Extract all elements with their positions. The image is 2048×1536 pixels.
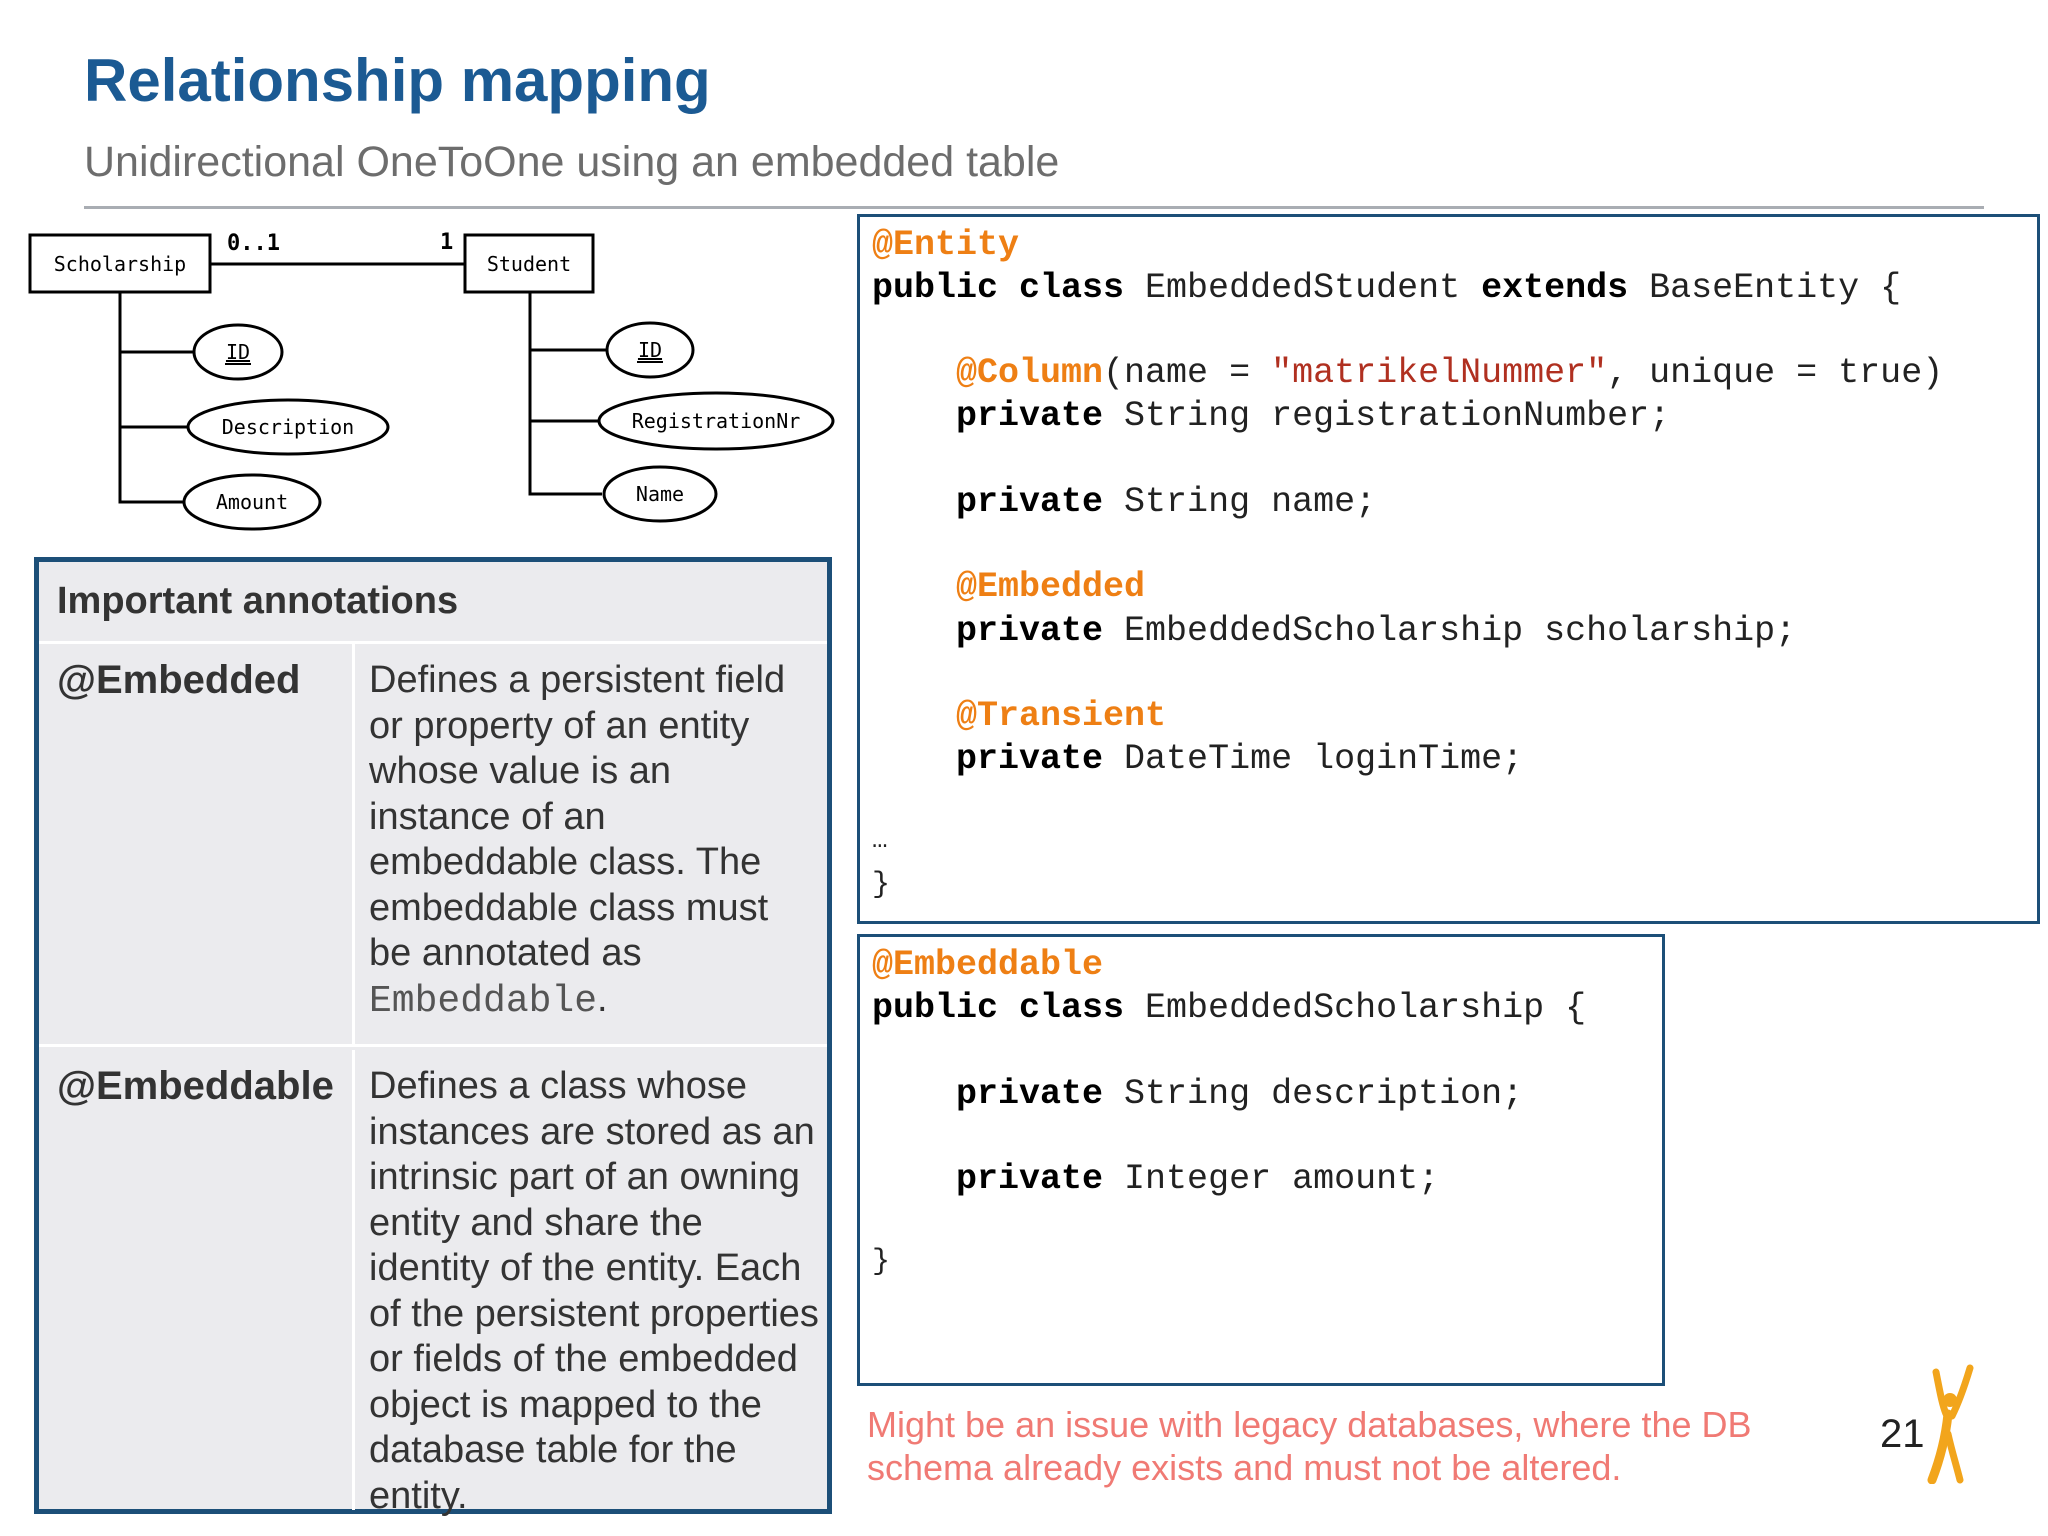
field-registration: String registrationNumber;: [1103, 396, 1671, 436]
student-entity-box: [463, 233, 595, 294]
column-divider: [352, 644, 355, 1044]
legacy-db-note: Might be an issue with legacy databases,…: [867, 1404, 1752, 1488]
left-cardinality: 0..1: [227, 231, 280, 256]
code-closing-brace: }: [872, 868, 891, 902]
student-name-label: Name: [636, 482, 684, 506]
entity-code-box: @Entity public class EmbeddedStudent ext…: [857, 214, 2040, 924]
title-divider: [84, 206, 1984, 209]
code-line-registration: private String registrationNumber;: [872, 396, 1670, 436]
page-title: Relationship mapping: [84, 47, 711, 114]
code-line-1: @Embeddable: [872, 945, 1103, 985]
code-line-scholarship: private EmbeddedScholarship scholarship;: [872, 611, 1796, 651]
page-number: 21: [1880, 1412, 1925, 1456]
annotation-description-text: Defines a persistent field or property o…: [369, 659, 786, 974]
base-class: BaseEntity {: [1628, 268, 1902, 308]
field-amount: Integer amount;: [1103, 1159, 1440, 1199]
code-ellipsis: …: [872, 825, 888, 855]
annotations-heading: Important annotations: [39, 562, 827, 644]
column-open: (name =: [1103, 353, 1272, 393]
class-name: EmbeddedScholarship {: [1124, 988, 1587, 1028]
er-diagram: Scholarship Student 0..1 1 ID Descriptio…: [28, 230, 835, 531]
scholarship-amount-attribute: [182, 473, 322, 531]
page-subtitle: Unidirectional OneToOne using an embedde…: [84, 138, 1060, 186]
code-line-amount: private Integer amount;: [872, 1159, 1439, 1199]
keyword-private: private: [956, 739, 1104, 779]
keyword-private: private: [956, 1074, 1104, 1114]
keyword-extends: extends: [1481, 268, 1629, 308]
student-attr-connector: [528, 292, 602, 496]
annotation-row-embeddable: @Embeddable Defines a class whose instan…: [39, 1050, 827, 1517]
annotation-term: Embeddable: [369, 979, 598, 1023]
field-description: String description;: [1103, 1074, 1524, 1114]
code-closing-brace: }: [872, 1245, 891, 1279]
code-line-transient: @Transient: [872, 696, 1166, 736]
scholarship-id-attribute: [192, 323, 284, 381]
entity-annotation: @Entity: [872, 225, 1020, 265]
field-login: DateTime loginTime;: [1103, 739, 1524, 779]
scholarship-attr-connector: [118, 292, 190, 504]
student-registration-attribute: [597, 391, 835, 451]
keyword-private: private: [956, 396, 1104, 436]
class-name: EmbeddedStudent: [1124, 268, 1482, 308]
embedded-annotation: @Embedded: [956, 567, 1146, 607]
code-line-description: private String description;: [872, 1074, 1523, 1114]
scholarship-entity-label: Scholarship: [54, 252, 186, 276]
keyword-public-class: public class: [872, 268, 1125, 308]
embeddable-code-box: @Embeddable public class EmbeddedScholar…: [857, 934, 1665, 1386]
annotation-description: Defines a persistent field or property o…: [369, 658, 819, 1024]
keyword-private: private: [956, 482, 1104, 522]
column-rest: , unique = true): [1607, 353, 1944, 393]
code-line-2: public class EmbeddedStudent extends Bas…: [872, 268, 1901, 308]
scholarship-id-label: ID: [226, 340, 250, 364]
student-id-label: ID: [638, 338, 662, 362]
embeddable-annotation: @Embeddable: [872, 945, 1104, 985]
student-id-attribute: [605, 321, 695, 379]
keyword-private: private: [956, 1159, 1104, 1199]
student-entity-label: Student: [487, 252, 571, 276]
annotations-panel: Important annotations @Embedded Defines …: [34, 557, 832, 1517]
field-scholarship: EmbeddedScholarship scholarship;: [1103, 611, 1797, 651]
transient-annotation: @Transient: [956, 696, 1167, 736]
column-name-string: "matrikelNummer": [1271, 353, 1608, 393]
annotation-description: Defines a class whose instances are stor…: [369, 1065, 819, 1517]
code-line-login: private DateTime loginTime;: [872, 739, 1523, 779]
annotation-name: @Embeddable: [57, 1064, 334, 1108]
keyword-public-class: public class: [872, 988, 1125, 1028]
code-line-2: public class EmbeddedScholarship {: [872, 988, 1586, 1028]
column-annotation: @Column: [956, 353, 1104, 393]
scholarship-description-label: Description: [222, 415, 354, 439]
annotation-term-suffix: .: [597, 977, 608, 1020]
student-registration-label: RegistrationNr: [632, 409, 801, 433]
keyword-private: private: [956, 611, 1104, 651]
student-name-attribute: [602, 465, 718, 523]
annotation-name: @Embedded: [57, 658, 301, 702]
code-line-1: @Entity: [872, 225, 1019, 265]
scholarship-description-attribute: [186, 398, 390, 456]
code-line-column: @Column(name = "matrikelNummer", unique …: [872, 353, 1943, 393]
field-name: String name;: [1103, 482, 1377, 522]
code-line-name: private String name;: [872, 482, 1376, 522]
annotation-row-embedded: @Embedded Defines a persistent field or …: [39, 644, 827, 1047]
column-divider: [352, 1050, 355, 1510]
right-cardinality: 1: [440, 230, 453, 255]
person-raising-arms-icon: [1927, 1364, 1974, 1484]
code-line-embedded: @Embedded: [872, 567, 1145, 607]
scholarship-amount-label: Amount: [216, 490, 288, 514]
